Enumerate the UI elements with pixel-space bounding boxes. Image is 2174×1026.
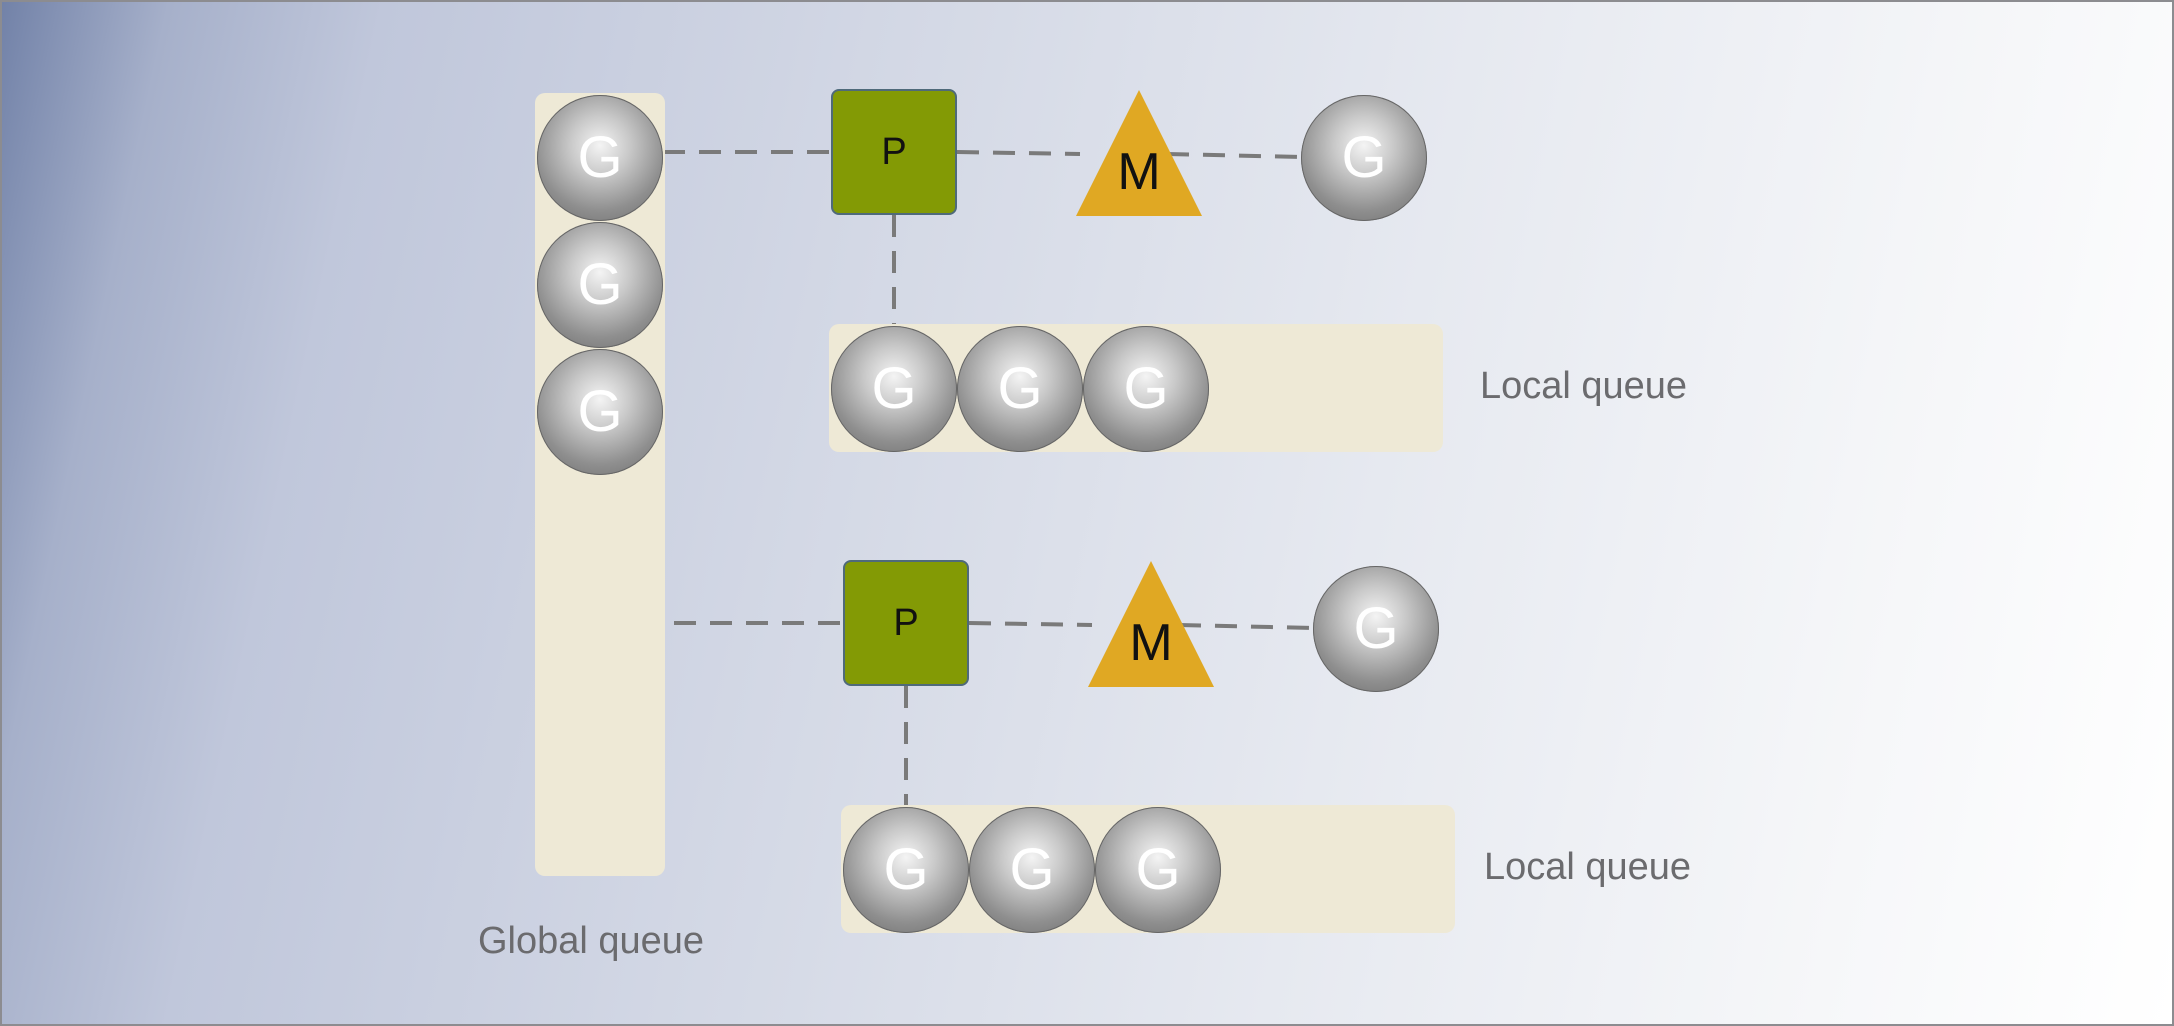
local-queue-goroutine: G (843, 807, 969, 933)
connector-p2-to-m2 (968, 621, 1093, 627)
local-queue-goroutine: G (831, 326, 957, 452)
local-queue-goroutine: G (1083, 326, 1209, 452)
running-goroutine: G (1313, 566, 1439, 692)
machine-m-triangle: M (1088, 561, 1214, 687)
triangle-icon (1076, 90, 1202, 216)
local-queue-goroutine: G (969, 807, 1095, 933)
global-queue-goroutine: G (537, 95, 663, 221)
processor-p-box: P (831, 89, 957, 215)
local-queue-label: Local queue (1480, 365, 1688, 407)
local-queue-label: Local queue (1484, 846, 1692, 888)
triangle-icon (1088, 561, 1214, 687)
running-goroutine: G (1301, 95, 1427, 221)
connector-m1-to-g1 (1166, 152, 1304, 159)
machine-m-label: M (1129, 614, 1173, 672)
global-queue-label: Global queue (478, 920, 705, 962)
global-queue-goroutine: G (537, 222, 663, 348)
local-queue-goroutine: G (1095, 807, 1221, 933)
processor-p-box: P (843, 560, 969, 686)
connector-m2-to-g2 (1178, 623, 1316, 630)
local-queue-goroutine: G (957, 326, 1083, 452)
global-queue-goroutine: G (537, 349, 663, 475)
connector-p1-to-m1 (956, 150, 1081, 156)
machine-m-triangle: M (1076, 90, 1202, 216)
machine-m-label: M (1117, 143, 1161, 201)
